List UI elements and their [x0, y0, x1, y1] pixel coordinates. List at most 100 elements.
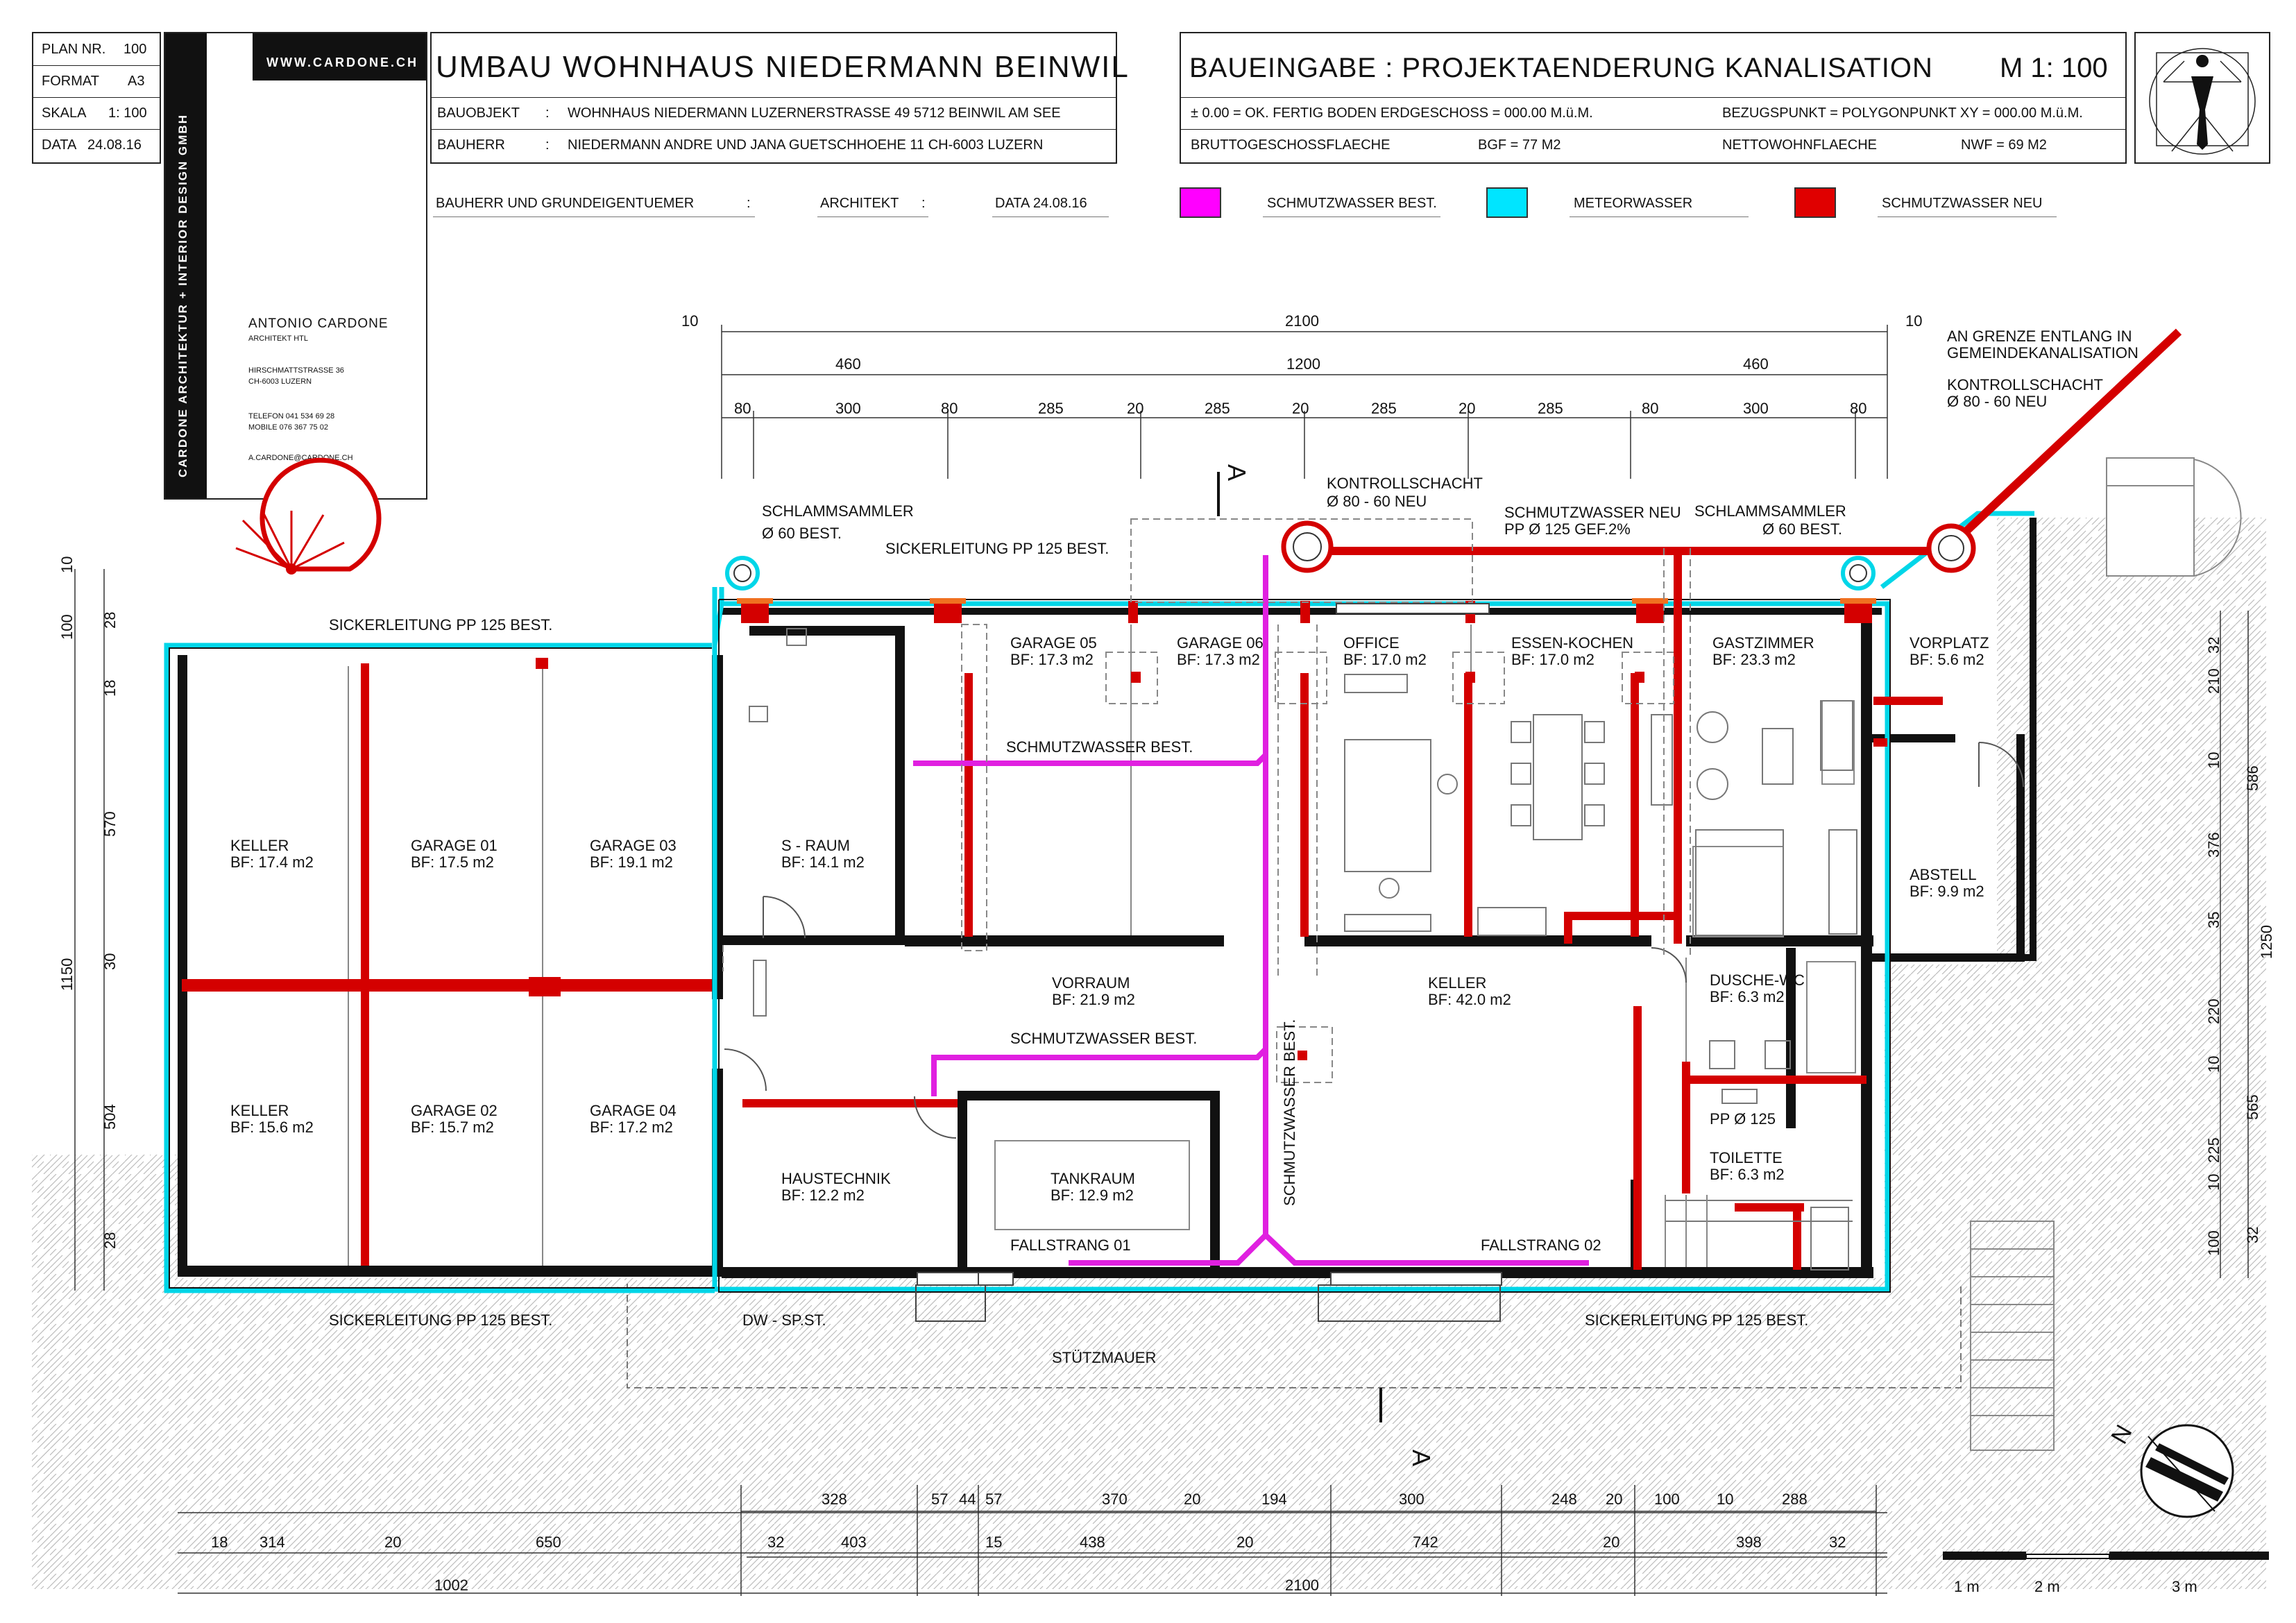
- dim-top-r3-7: 285: [1371, 400, 1397, 417]
- mobile: MOBILE 076 367 75 02: [248, 423, 328, 432]
- format-label: FORMAT: [42, 74, 99, 89]
- room-gastzimmer: GASTZIMMER: [1712, 634, 1814, 652]
- company-website: WWW.CARDONE.CH: [266, 56, 418, 69]
- dim-left-4: 570: [101, 811, 119, 837]
- nwf-value: NWF = 69 M2: [1961, 137, 2047, 153]
- dim-right-11: 10: [2205, 1173, 2222, 1191]
- scale-1m: 1 m: [1954, 1578, 1980, 1595]
- room-gastzimmer-area: BF: 23.3 m2: [1712, 651, 1796, 668]
- reference-info: BEZUGSPUNKT = POLYGONPUNKT XY = 000.00 M…: [1722, 105, 2083, 121]
- dim-right-13: 32: [2244, 1226, 2261, 1243]
- furniture: [749, 628, 1857, 1271]
- room-abstell-area: BF: 9.9 m2: [1910, 883, 1984, 900]
- scale-3m: 3 m: [2172, 1578, 2197, 1595]
- dim-top-r3-4: 20: [1127, 400, 1144, 417]
- dim-bot-r2-2: 20: [384, 1533, 402, 1551]
- dim-bot-r2-6: 15: [985, 1533, 1003, 1551]
- kontrollschacht-right-icon: [1926, 523, 1976, 573]
- room-vorplatz: VORPLATZ: [1910, 634, 1989, 652]
- note-fallstrang-01: FALLSTRANG 01: [1010, 1237, 1131, 1254]
- legend-label-schmutz-best: SCHMUTZWASSER BEST.: [1267, 196, 1437, 211]
- dim-top-r3-9: 285: [1538, 400, 1563, 417]
- dim-bot-r2-0: 18: [211, 1533, 228, 1551]
- logo-box: [2134, 32, 2270, 164]
- room-essen-kochen-area: BF: 17.0 m2: [1511, 651, 1595, 668]
- plan-nr-value: 100: [124, 42, 147, 57]
- dim-left-6: 1150: [58, 958, 76, 991]
- room-vorraum: VORRAUM: [1052, 974, 1130, 992]
- dim-bot-r1-9: 20: [1606, 1490, 1623, 1508]
- dim-bot-r2-7: 438: [1080, 1533, 1105, 1551]
- dim-bot-r1-12: 288: [1782, 1490, 1808, 1508]
- dim-top-r3-0: 80: [734, 400, 751, 417]
- dim-top-r3-2: 80: [941, 400, 958, 417]
- dim-bot-r2-3: 650: [536, 1533, 561, 1551]
- dim-top-r2-1: 1200: [1286, 355, 1320, 373]
- architect-title: ARCHITEKT HTL: [248, 334, 308, 343]
- dim-bot-r2-5: 403: [841, 1533, 867, 1551]
- north-arrow-icon: [2140, 1424, 2234, 1518]
- room-vorraum-area: BF: 21.9 m2: [1052, 991, 1135, 1008]
- room-keller-1: KELLER: [230, 837, 289, 854]
- note-schmutzwasser-neu-1: SCHMUTZWASSER NEU: [1504, 504, 1681, 521]
- note-dw-sp: DW - SP.ST.: [742, 1311, 826, 1329]
- schlammsammler-right-icon: [1841, 556, 1876, 590]
- dim-bot-r1-5: 20: [1184, 1490, 1201, 1508]
- room-keller-3: KELLER: [1428, 974, 1487, 992]
- address-1: HIRSCHMATTSTRASSE 36: [248, 366, 344, 375]
- note-fallstrang-02: FALLSTRANG 02: [1481, 1237, 1601, 1254]
- note-schmutz-best-vert: SCHMUTZWASSER BEST.: [1281, 1019, 1298, 1206]
- scale-2m: 2 m: [2034, 1578, 2060, 1595]
- dim-bot-r1-1: 57: [931, 1490, 949, 1508]
- dim-left-1: 100: [58, 614, 76, 640]
- bauobjekt-value: WOHNHAUS NIEDERMANN LUZERNERSTRASSE 49 5…: [568, 105, 1061, 121]
- note-sickerleitung-top: SICKERLEITUNG PP 125 BEST.: [885, 540, 1109, 557]
- room-garage-05: GARAGE 05: [1010, 634, 1097, 652]
- dim-bot-r1-0: 328: [822, 1490, 847, 1508]
- dim-left-3: 18: [101, 679, 119, 697]
- room-keller-3-area: BF: 42.0 m2: [1428, 991, 1511, 1008]
- room-abstell: ABSTELL: [1910, 866, 1977, 883]
- room-toilette: TOILETTE: [1710, 1149, 1783, 1166]
- room-office-area: BF: 17.0 m2: [1343, 651, 1427, 668]
- architect-name: ANTONIO CARDONE: [248, 316, 389, 331]
- dim-bot-r1-7: 300: [1399, 1490, 1425, 1508]
- room-tankraum-area: BF: 12.9 m2: [1051, 1187, 1134, 1204]
- room-garage-05-area: BF: 17.3 m2: [1010, 651, 1094, 668]
- dim-top-r3-10: 80: [1642, 400, 1659, 417]
- spiral-stair-icon: [235, 457, 382, 575]
- legend-label-meteor: METEORWASSER: [1574, 196, 1693, 211]
- dim-right-4: 586: [2244, 765, 2261, 791]
- note-schlammsammler-right-2: Ø 60 BEST.: [1762, 520, 1842, 538]
- dim-top-r1-1: 2100: [1285, 312, 1319, 330]
- room-dusche-wc-area: BF: 6.3 m2: [1710, 988, 1785, 1005]
- room-vorplatz-area: BF: 5.6 m2: [1910, 651, 1984, 668]
- dim-top-r3-8: 20: [1459, 400, 1476, 417]
- dim-bot-r2-10: 20: [1603, 1533, 1620, 1551]
- note-kontroll-right-2: Ø 80 - 60 NEU: [1947, 393, 2048, 410]
- dim-left-5: 30: [101, 953, 119, 970]
- dim-bot-r1-8: 248: [1551, 1490, 1577, 1508]
- dim-bot-r1-4: 370: [1102, 1490, 1128, 1508]
- dim-bot-r2-11: 398: [1736, 1533, 1762, 1551]
- legend-swatch-schmutz-neu: [1794, 187, 1836, 218]
- project-box: UMBAU WOHNHAUS NIEDERMANN BEINWIL BAUOBJ…: [430, 32, 1128, 164]
- room-garage-01: GARAGE 01: [411, 837, 498, 854]
- dim-right-3: 376: [2205, 832, 2222, 858]
- scale-label: SKALA: [42, 105, 87, 121]
- dim-right-9: 225: [2205, 1137, 2222, 1163]
- legend-swatch-meteor: [1486, 187, 1528, 218]
- room-office: OFFICE: [1343, 634, 1400, 652]
- plan-info-box: PLAN NR. 100 FORMAT A3 SKALA 1: 100 DATA…: [32, 32, 161, 164]
- note-schlammsammler-left-2: Ø 60 BEST.: [762, 525, 842, 542]
- company-box: WWW.CARDONE.CH CARDONE ARCHITEKTUR + INT…: [164, 32, 427, 500]
- scale-value: 1: 100: [108, 105, 147, 121]
- dim-top-r3-3: 285: [1038, 400, 1064, 417]
- submission-box: BAUEINGABE : PROJEKTAENDERUNG KANALISATI…: [1180, 32, 2127, 164]
- room-garage-04: GARAGE 04: [590, 1102, 677, 1119]
- dim-top-r3-12: 80: [1850, 400, 1867, 417]
- bgf-label: BRUTTOGESCHOSSFLAECHE: [1191, 137, 1391, 153]
- room-keller-1-area: BF: 17.4 m2: [230, 853, 314, 871]
- dim-bot-r2-8: 20: [1236, 1533, 1254, 1551]
- note-schmutz-best-2: SCHMUTZWASSER BEST.: [1010, 1030, 1198, 1047]
